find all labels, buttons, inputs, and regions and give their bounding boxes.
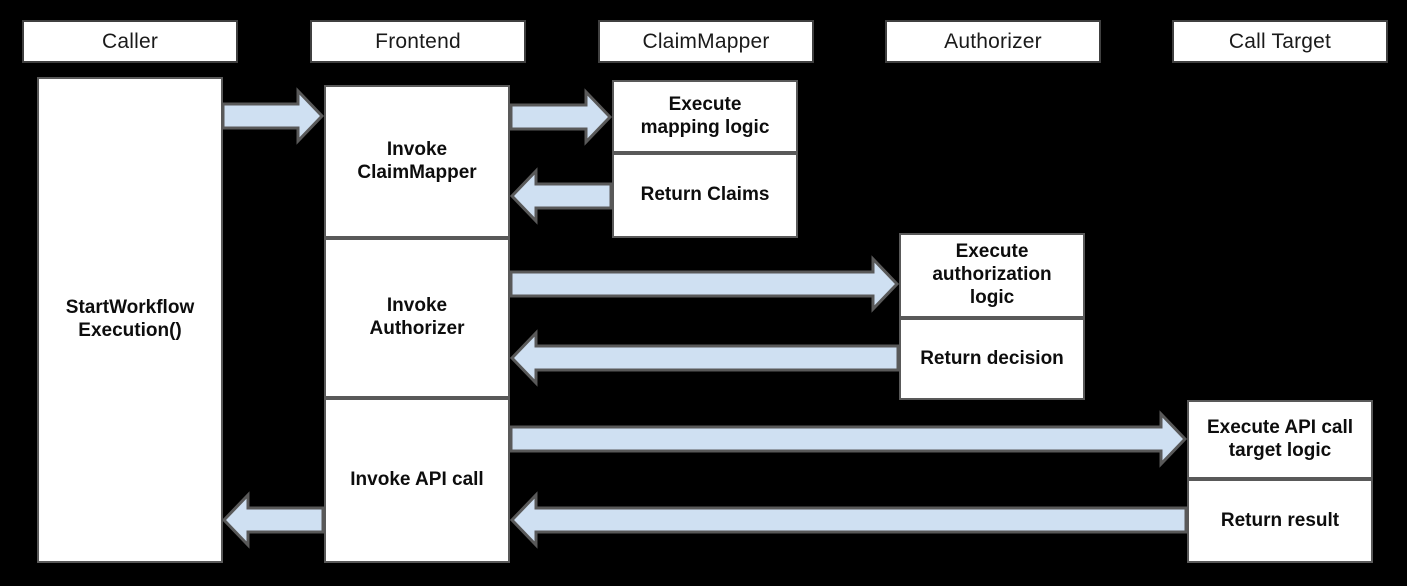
arrow-caller-to-frontend — [221, 87, 325, 145]
lifeline-label-claimmapper: ClaimMapper — [642, 29, 770, 53]
lifeline-label-frontend: Frontend — [375, 29, 461, 53]
activation-execute-api-call-target-logic: Execute API call target logic — [1187, 400, 1373, 479]
arrow-frontend-to-authorizer — [509, 255, 900, 313]
lifeline-header-calltarget: Call Target — [1172, 20, 1388, 63]
activation-label-invoke-authorizer: Invoke Authorizer — [369, 295, 465, 339]
activation-return-result: Return result — [1187, 479, 1373, 563]
activation-return-decision: Return decision — [899, 318, 1085, 400]
activation-start-workflow: StartWorkflow Execution() — [37, 77, 223, 563]
lifeline-header-claimmapper: ClaimMapper — [598, 20, 814, 63]
arrow-authorizer-to-frontend — [509, 329, 900, 387]
lifeline-label-caller: Caller — [101, 29, 159, 53]
activation-invoke-authorizer: Invoke Authorizer — [324, 238, 510, 398]
activation-invoke-api-call: Invoke API call — [324, 398, 510, 563]
activation-label-execute-authorization-logic: Execute authorization logic — [932, 241, 1052, 308]
arrow-frontend-to-claimmapper — [509, 88, 613, 146]
activation-label-start-workflow: StartWorkflow Execution() — [65, 297, 195, 341]
activation-label-invoke-claimmapper: Invoke ClaimMapper — [357, 138, 477, 183]
activation-execute-mapping-logic: Execute mapping logic — [612, 80, 798, 153]
activation-label-return-decision: Return decision — [920, 347, 1064, 369]
activation-execute-authorization-logic: Execute authorization logic — [899, 233, 1085, 318]
arrow-claimmapper-to-frontend — [509, 167, 613, 225]
activation-label-return-claims: Return Claims — [640, 184, 770, 206]
lifeline-header-frontend: Frontend — [310, 20, 526, 63]
arrow-frontend-to-caller — [221, 491, 325, 549]
activation-label-invoke-api-call: Invoke API call — [350, 469, 484, 491]
activation-label-execute-api-call-target-logic: Execute API call target logic — [1206, 416, 1354, 461]
activation-label-return-result: Return result — [1220, 509, 1340, 531]
activation-invoke-claimmapper: Invoke ClaimMapper — [324, 85, 510, 238]
lifeline-header-authorizer: Authorizer — [885, 20, 1101, 63]
lifeline-header-caller: Caller — [22, 20, 238, 63]
lifeline-label-calltarget: Call Target — [1228, 29, 1332, 53]
activation-return-claims: Return Claims — [612, 153, 798, 238]
arrow-calltarget-to-frontend — [509, 491, 1188, 549]
lifeline-label-authorizer: Authorizer — [944, 29, 1042, 53]
activation-label-execute-mapping-logic: Execute mapping logic — [640, 93, 770, 138]
arrow-frontend-to-calltarget — [509, 410, 1188, 468]
